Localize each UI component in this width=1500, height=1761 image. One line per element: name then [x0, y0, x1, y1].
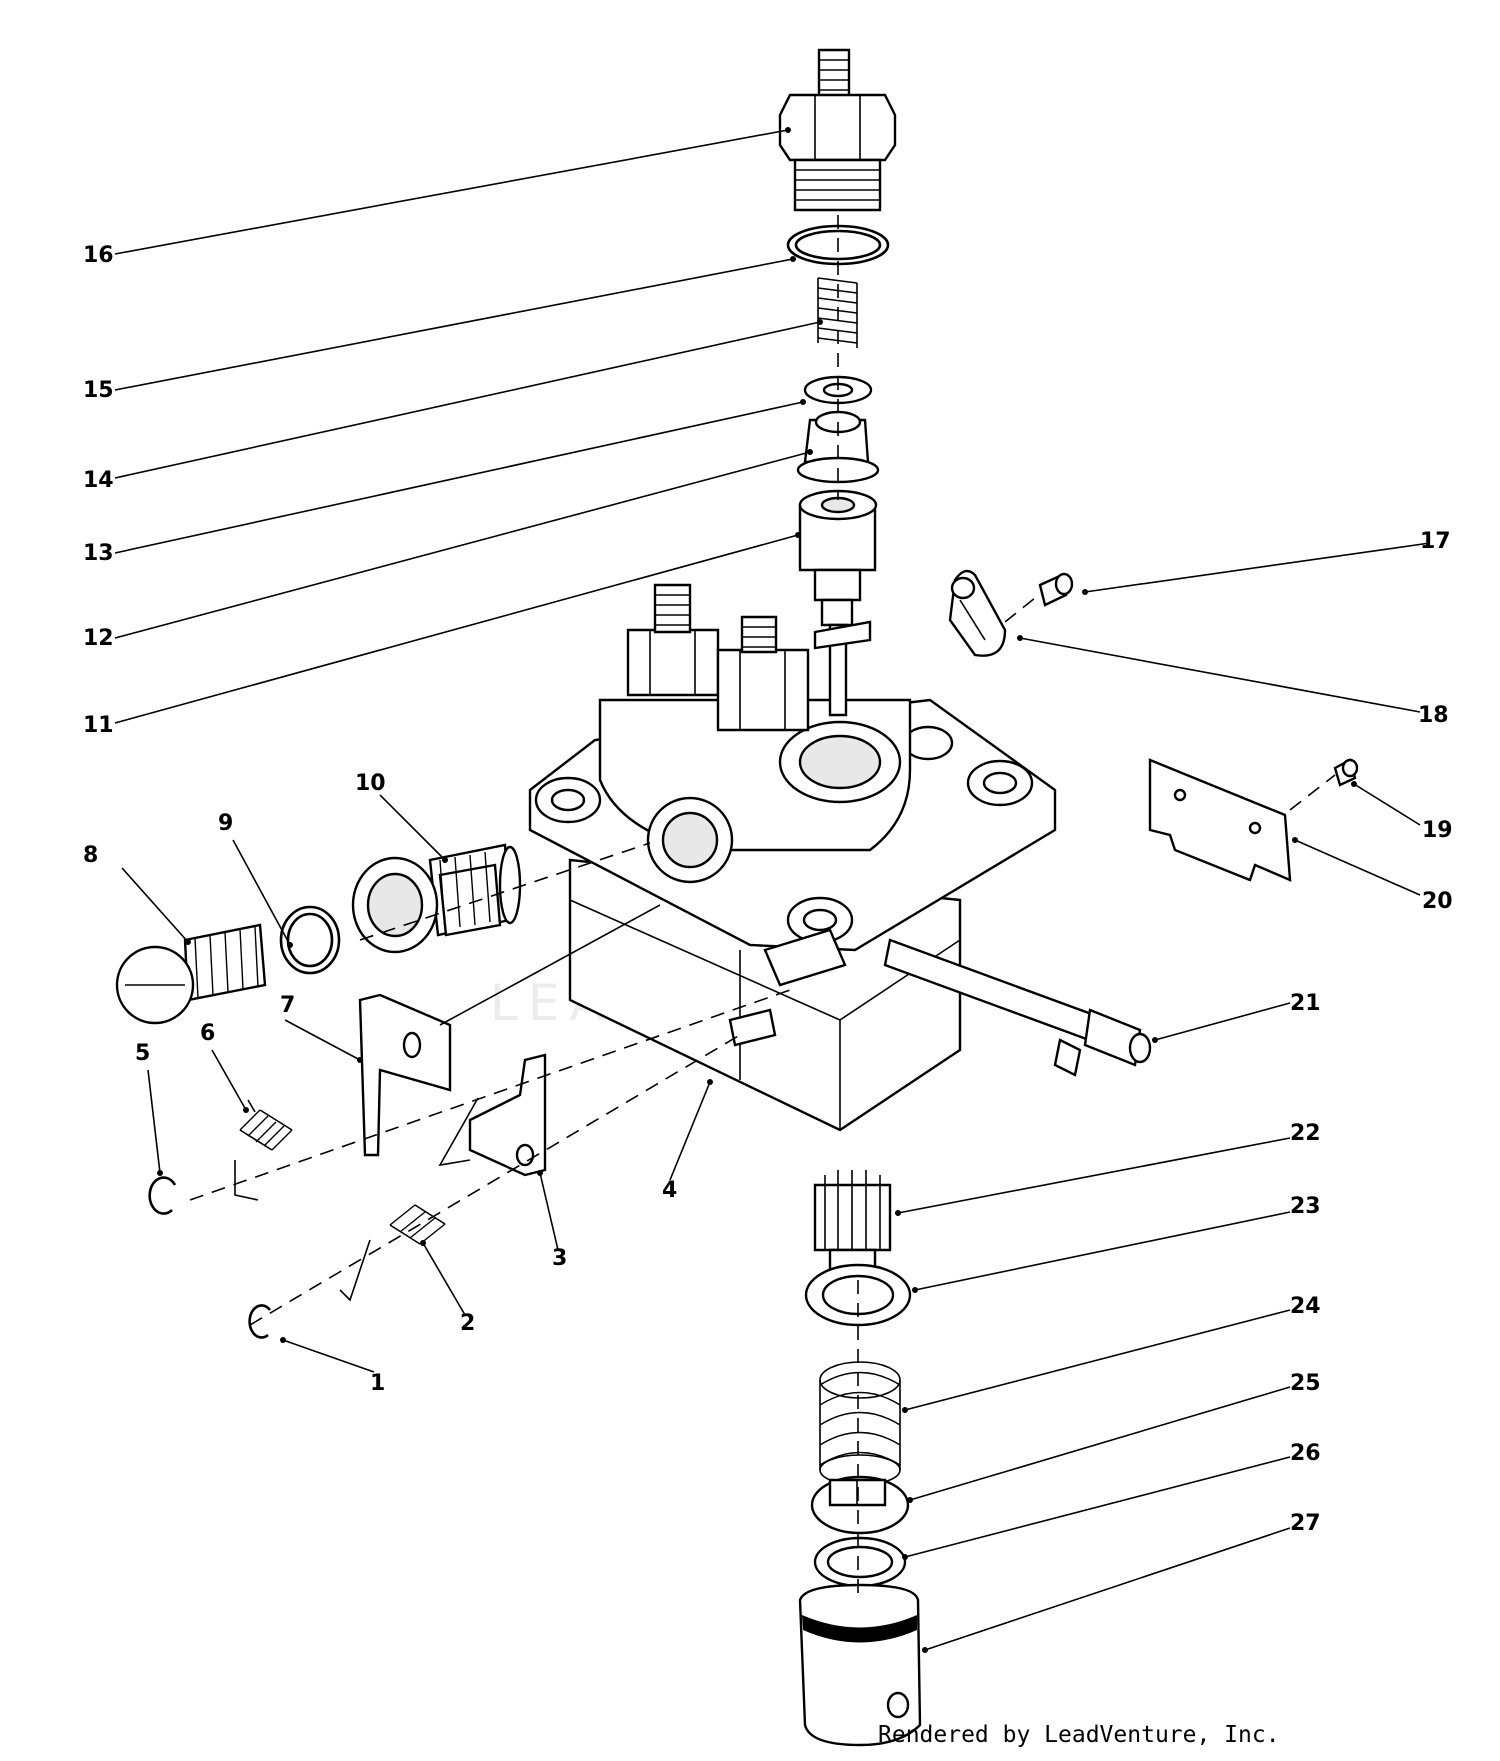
- callout-17: 17: [1420, 529, 1451, 554]
- callout-21: 21: [1290, 991, 1321, 1016]
- callout-7: 7: [280, 993, 295, 1018]
- callout-18: 18: [1418, 703, 1449, 728]
- banjo-bolt: [115, 923, 267, 1025]
- callout-11: 11: [83, 713, 114, 738]
- pump-body: [528, 583, 1057, 1132]
- callout-23: 23: [1290, 1194, 1321, 1219]
- bottom-stack: [798, 1170, 922, 1747]
- bracket: [358, 993, 452, 1157]
- cover-plate-group: [948, 569, 1359, 882]
- callout-13: 13: [83, 541, 114, 566]
- callout-19: 19: [1422, 818, 1453, 843]
- callout-25: 25: [1290, 1371, 1321, 1396]
- callout-27: 27: [1290, 1511, 1321, 1536]
- callout-12: 12: [83, 626, 114, 651]
- callout-16: 16: [83, 243, 114, 268]
- clip-bottom: [248, 1304, 272, 1339]
- banjo-fitting: [351, 843, 522, 954]
- callout-6: 6: [200, 1021, 215, 1046]
- spring-small: [234, 1099, 293, 1201]
- callout-14: 14: [83, 468, 114, 493]
- callout-9: 9: [218, 811, 233, 836]
- callout-2: 2: [460, 1311, 475, 1336]
- callout-1: 1: [370, 1371, 385, 1396]
- retaining-clip: [148, 1176, 177, 1215]
- shaft: [883, 938, 1152, 1077]
- callout-5: 5: [135, 1041, 150, 1066]
- callout-8: 8: [83, 843, 98, 868]
- callout-20: 20: [1422, 889, 1453, 914]
- sealing-ring: [279, 905, 341, 975]
- callout-4: 4: [662, 1178, 677, 1203]
- credit-text: Rendered by LeadVenture, Inc.: [878, 1722, 1280, 1748]
- callout-15: 15: [83, 378, 114, 403]
- callout-10: 10: [355, 771, 386, 796]
- callout-26: 26: [1290, 1441, 1321, 1466]
- callout-24: 24: [1290, 1294, 1321, 1319]
- leader-lines: [114, 127, 1431, 1653]
- callout-3: 3: [552, 1246, 567, 1271]
- callout-22: 22: [1290, 1121, 1321, 1146]
- callout-labels: 1 2 3 4 5 6 7 8 9 10 11 12 13 14 15 16 1…: [83, 243, 1453, 1536]
- spring-lever: [339, 1204, 446, 1302]
- top-stack: [778, 48, 897, 717]
